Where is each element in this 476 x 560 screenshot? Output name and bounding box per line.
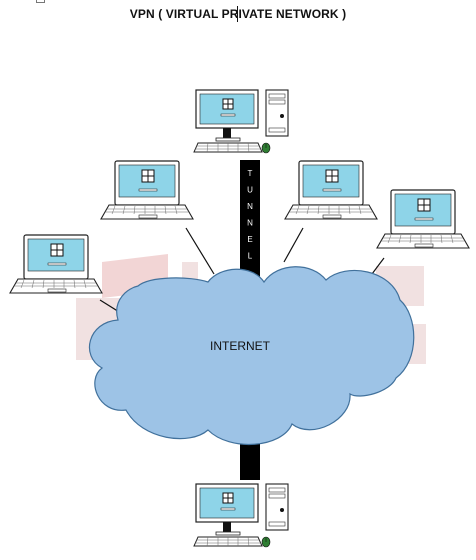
tunnel-letter: U xyxy=(247,186,253,195)
laptop-left-far-icon xyxy=(9,234,103,294)
tunnel-letter: E xyxy=(247,235,252,244)
desktop-top-icon xyxy=(193,89,289,154)
tunnel-letter: T xyxy=(248,169,253,178)
laptop-right-far-icon xyxy=(376,189,470,249)
desktop-bottom-icon xyxy=(193,483,289,548)
internet-cloud: INTERNET xyxy=(88,266,415,446)
tunnel-letter: N xyxy=(247,219,253,228)
tunnel-letter: L xyxy=(248,252,253,261)
tunnel-letter: N xyxy=(247,202,253,211)
laptop-left-near-icon xyxy=(100,160,194,220)
text-cursor xyxy=(237,6,238,22)
internet-label: INTERNET xyxy=(210,339,271,353)
laptop-right-near-icon xyxy=(284,160,378,220)
selection-checkbox xyxy=(36,0,45,3)
vpn-tunnel xyxy=(240,160,260,280)
